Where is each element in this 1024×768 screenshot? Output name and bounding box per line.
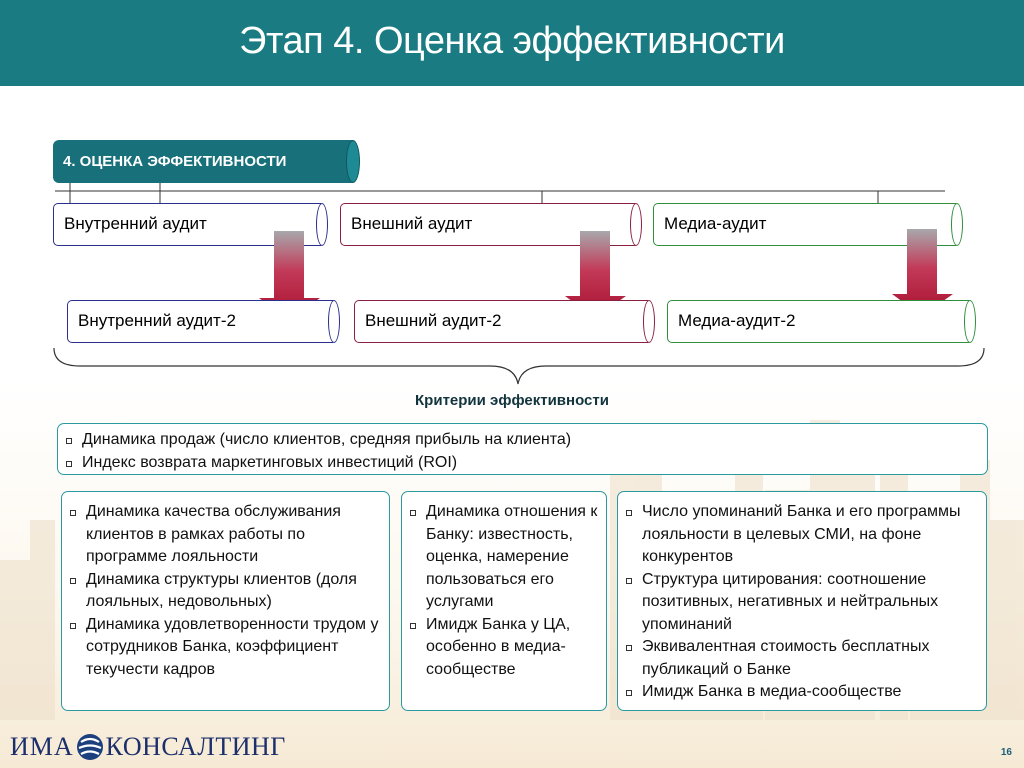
list-item: Динамика продаж (число клиентов, средняя… bbox=[58, 429, 987, 452]
pill-media-audit-2-label: Медиа-аудит-2 bbox=[678, 311, 796, 330]
globe-icon bbox=[76, 734, 103, 760]
arrow-down-icon bbox=[892, 229, 953, 316]
page-number: 16 bbox=[1000, 747, 1012, 758]
stage-header-label: 4. ОЦЕНКА ЭФФЕКТИВНОСТИ bbox=[63, 153, 287, 170]
stage-header-cap bbox=[346, 140, 360, 183]
pill-external-audit-2-label: Внешний аудит-2 bbox=[365, 311, 502, 330]
list-item: Имидж Банка у ЦА, особенно в медиа-сообщ… bbox=[402, 614, 602, 682]
pill-internal-audit-2: Внутренний аудит-2 bbox=[67, 299, 340, 343]
common-criteria-list: Динамика продаж (число клиентов, средняя… bbox=[58, 429, 987, 474]
list-item: Динамика структуры клиентов (доля лояльн… bbox=[62, 569, 383, 614]
external-criteria-box: Динамика отношения к Банку: известность,… bbox=[401, 491, 607, 711]
list-item: Эквивалентная стоимость бесплатных публи… bbox=[618, 636, 980, 681]
pill-media-audit-2: Медиа-аудит-2 bbox=[667, 299, 976, 343]
common-criteria-box: Динамика продаж (число клиентов, средняя… bbox=[57, 423, 988, 475]
internal-criteria-box: Динамика качества обслуживания клиентов … bbox=[61, 491, 390, 711]
list-item: Индекс возврата маркетинговых инвестиций… bbox=[58, 452, 987, 475]
company-logo: ИМА КОНСАЛТИНГ bbox=[10, 729, 286, 765]
list-item: Структура цитирования: соотношение позит… bbox=[618, 569, 980, 637]
media-criteria-box: Число упоминаний Банка и его программы л… bbox=[617, 491, 987, 711]
list-item: Динамика отношения к Банку: известность,… bbox=[402, 501, 602, 614]
pill-media-audit-label: Медиа-аудит bbox=[664, 214, 767, 233]
list-item: Имидж Банка в медиа-сообществе bbox=[618, 681, 980, 704]
title-bar bbox=[0, 0, 1024, 86]
pill-cap bbox=[964, 299, 976, 343]
pill-cap bbox=[643, 299, 655, 343]
pill-external-audit-label: Внешний аудит bbox=[351, 214, 473, 233]
list-item: Число упоминаний Банка и его программы л… bbox=[618, 501, 980, 569]
pill-cap bbox=[316, 202, 328, 246]
external-criteria-list: Динамика отношения к Банку: известность,… bbox=[402, 501, 602, 681]
media-criteria-list: Число упоминаний Банка и его программы л… bbox=[618, 501, 980, 704]
list-item: Динамика качества обслуживания клиентов … bbox=[62, 501, 383, 569]
logo-text-right: КОНСАЛТИНГ bbox=[105, 732, 286, 761]
criteria-label: Критерии эффективности bbox=[415, 392, 609, 409]
pill-internal-audit-label: Внутренний аудит bbox=[64, 214, 207, 233]
arrow-down-icon bbox=[565, 231, 626, 318]
pill-cap bbox=[630, 202, 642, 246]
pill-cap bbox=[951, 202, 963, 246]
pill-media-audit: Медиа-аудит bbox=[653, 202, 963, 246]
page-title: Этап 4. Оценка эффективности bbox=[239, 20, 785, 62]
logo-text-left: ИМА bbox=[10, 732, 74, 761]
pill-internal-audit-2-label: Внутренний аудит-2 bbox=[78, 311, 236, 330]
pill-cap bbox=[328, 299, 340, 343]
pill-external-audit-2: Внешний аудит-2 bbox=[354, 299, 655, 343]
arrow-down-icon bbox=[259, 231, 320, 320]
list-item: Динамика удовлетворенности трудом у сотр… bbox=[62, 614, 383, 682]
internal-criteria-list: Динамика качества обслуживания клиентов … bbox=[62, 501, 383, 681]
stage-header: 4. ОЦЕНКА ЭФФЕКТИВНОСТИ bbox=[53, 140, 360, 183]
